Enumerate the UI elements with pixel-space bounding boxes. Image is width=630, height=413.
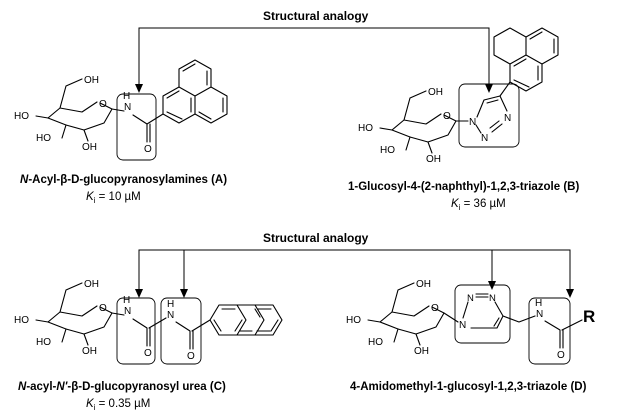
analogy-arrow-bottom [138, 249, 571, 290]
highlight-box-d1 [454, 284, 511, 344]
highlight-box-a [116, 93, 157, 161]
svg-text:HO: HO [14, 111, 29, 122]
svg-text:OH: OH [428, 87, 443, 98]
svg-text:O: O [144, 144, 152, 155]
svg-text:R: R [583, 307, 595, 326]
svg-text:OH: OH [84, 75, 99, 86]
svg-text:HO: HO [380, 145, 395, 156]
ki-b: Ki = 36 µM [451, 198, 506, 212]
svg-text:N: N [504, 113, 511, 124]
caption-c: N-acyl-N'-β-D-glucopyranosyl urea (C) [18, 381, 226, 393]
caption-a: N-Acyl-β-D-glucopyranosylamines (A) [20, 174, 227, 186]
svg-text:HO: HO [36, 133, 51, 144]
svg-text:H: H [123, 295, 130, 306]
svg-text:HO: HO [346, 315, 361, 326]
svg-text:N: N [459, 320, 466, 331]
svg-text:O: O [443, 111, 451, 122]
svg-text:HO: HO [358, 123, 373, 134]
arrowhead-a [135, 84, 143, 93]
svg-text:N: N [489, 293, 496, 304]
svg-text:OH: OH [82, 142, 97, 153]
caption-d: 4-Amidomethyl-1-glucosyl-1,2,3-triazole … [350, 381, 587, 393]
svg-text:O: O [99, 303, 107, 314]
svg-text:N: N [536, 309, 543, 320]
svg-text:N: N [469, 117, 476, 128]
highlight-box-c2 [160, 297, 202, 365]
svg-text:O: O [557, 350, 565, 361]
svg-text:OH: OH [82, 346, 97, 357]
svg-text:N: N [481, 133, 488, 144]
svg-text:H: H [167, 299, 174, 310]
svg-text:H: H [535, 298, 542, 309]
structure-d: OH O HO HO OH N N N N H O R [346, 279, 595, 365]
ki-c: Ki = 0.35 µM [86, 398, 150, 412]
ki-a: Ki = 10 µM [86, 191, 141, 205]
structure-a: OH O HO HO OH N H O [14, 59, 228, 161]
svg-text:N: N [467, 293, 474, 304]
analogy-header-bottom: Structural analogy [263, 231, 369, 245]
svg-text:OH: OH [84, 279, 99, 290]
analogy-arrow-top [138, 27, 490, 85]
svg-text:O: O [144, 348, 152, 359]
svg-text:HO: HO [36, 337, 51, 348]
arrowhead-b [485, 84, 493, 93]
svg-text:O: O [431, 303, 439, 314]
structure-c: OH O HO HO OH N H O N H O [14, 279, 283, 365]
highlight-box-c1 [116, 297, 156, 365]
svg-text:HO: HO [14, 315, 29, 326]
svg-text:HO: HO [368, 337, 383, 348]
analogy-header-top: Structural analogy [263, 9, 369, 23]
svg-text:O: O [99, 99, 107, 110]
svg-text:OH: OH [416, 279, 431, 290]
caption-b: 1-Glucosyl-4-(2-naphthyl)-1,2,3-triazole… [348, 181, 579, 193]
structure-b: OH O HO HO OH N N N [358, 27, 559, 165]
svg-text:OH: OH [426, 154, 441, 165]
svg-text:N: N [167, 310, 174, 321]
highlight-box-b [458, 83, 520, 148]
svg-text:O: O [187, 351, 195, 362]
svg-text:N: N [124, 306, 131, 317]
svg-text:H: H [123, 91, 130, 102]
svg-text:N: N [124, 102, 131, 113]
highlight-box-d2 [528, 297, 571, 365]
svg-text:OH: OH [414, 346, 429, 357]
